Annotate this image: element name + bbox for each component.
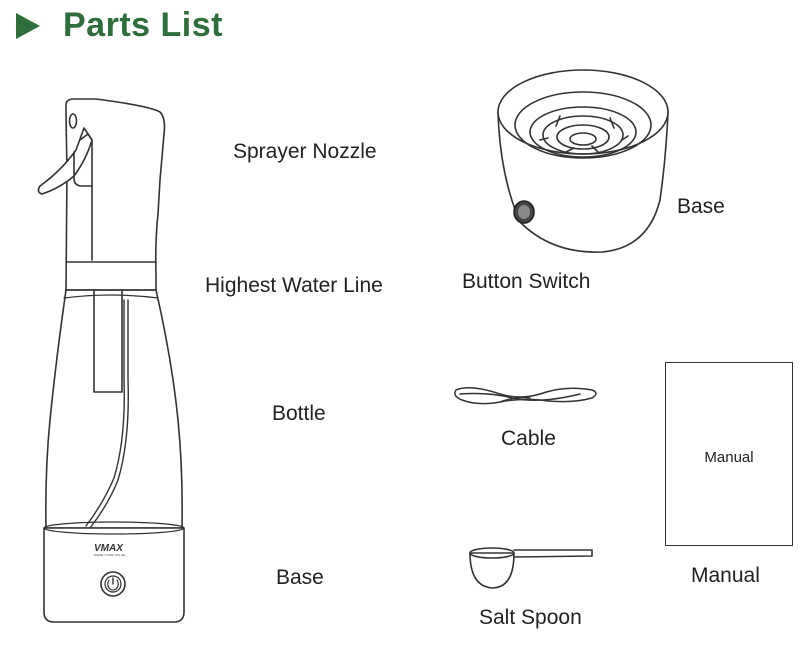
- water-line-drawing: [63, 294, 159, 299]
- trigger-drawing: [37, 127, 93, 195]
- label-manual: Manual: [691, 564, 760, 587]
- bottle-base-drawing: [43, 527, 185, 623]
- label-base: Base: [677, 195, 725, 218]
- label-highest-water-line: Highest Water Line: [205, 274, 383, 297]
- spray-bottle-drawing: [37, 98, 185, 623]
- power-button-drawing: [100, 571, 126, 597]
- salt-spoon-drawing: [469, 547, 593, 589]
- base-unit-drawing: [497, 69, 669, 253]
- manual-booklet: Manual: [665, 362, 793, 546]
- nozzle-hole-drawing: [68, 113, 78, 129]
- play-triangle-icon: [16, 13, 40, 39]
- manual-cover-text: Manual: [704, 449, 754, 466]
- label-sprayer-nozzle: Sprayer Nozzle: [233, 140, 377, 163]
- label-salt-spoon: Salt Spoon: [479, 606, 582, 629]
- label-bottle: Bottle: [272, 402, 326, 425]
- dip-tube-drawing: [89, 299, 129, 529]
- label-button-switch: Button Switch: [462, 270, 591, 293]
- page-title: Parts List: [63, 6, 223, 44]
- cable-drawing: [454, 387, 597, 405]
- label-cable: Cable: [501, 427, 556, 450]
- brand-tagline: MAKE YOUR VALUE: [94, 553, 126, 557]
- label-bottle-base: Base: [276, 566, 324, 589]
- bottle-body-drawing: [45, 289, 183, 529]
- brand-logo: VMAX MAKE YOUR VALUE: [94, 543, 126, 557]
